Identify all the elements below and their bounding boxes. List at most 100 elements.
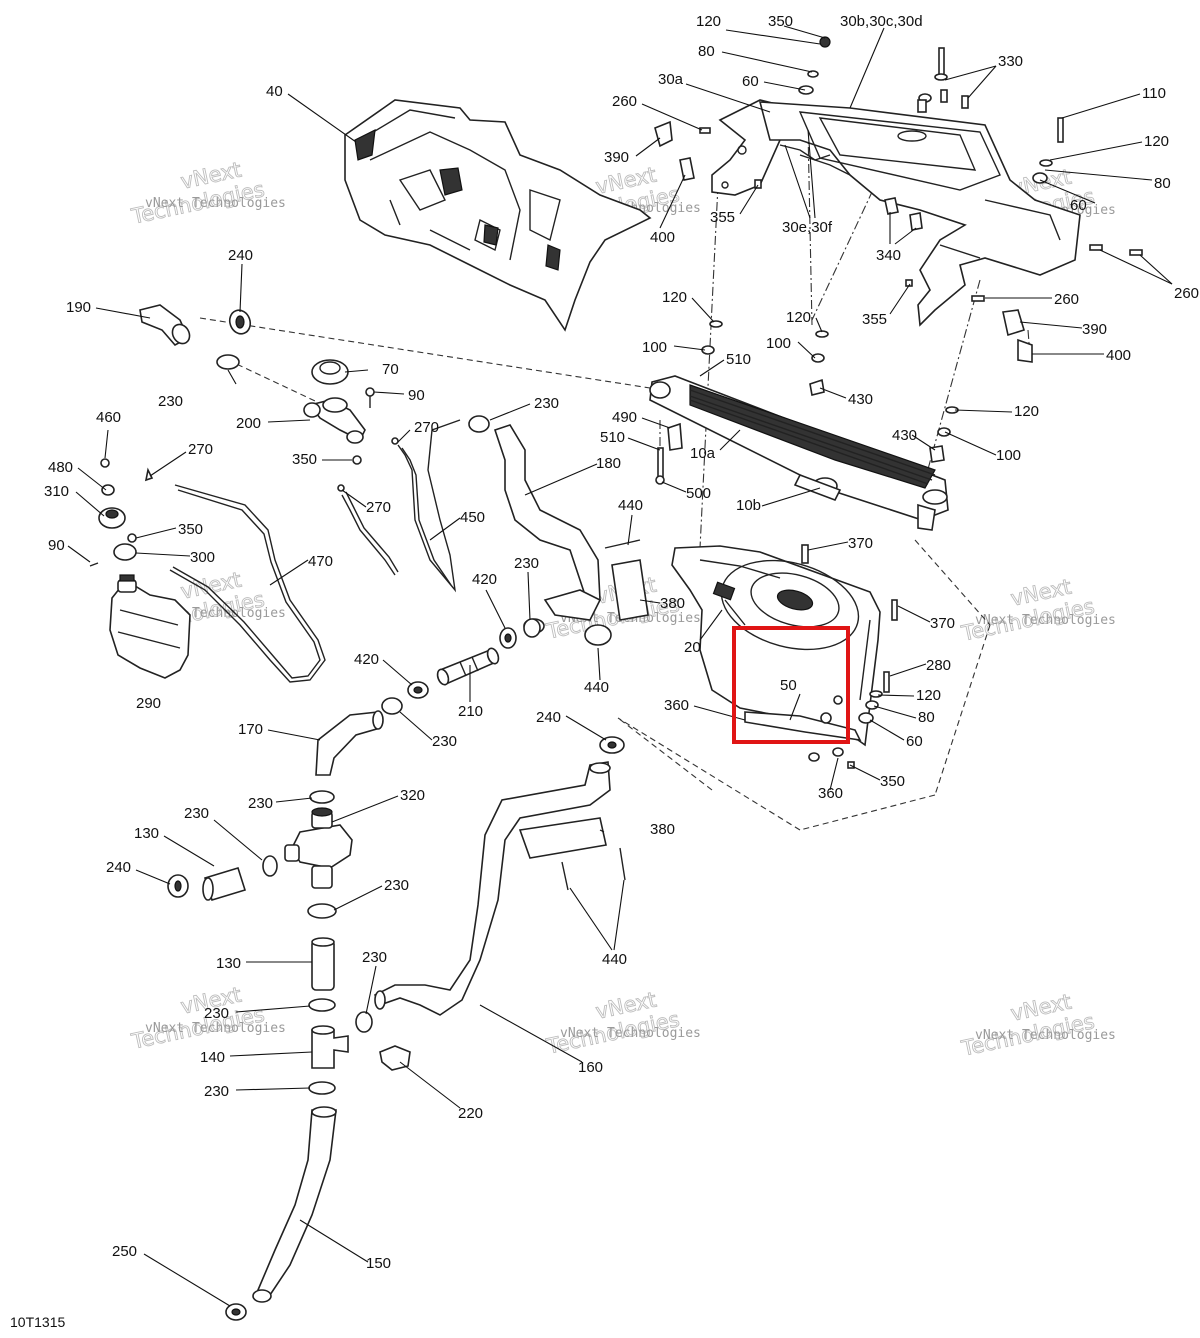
callout[interactable]: 250: [112, 1243, 137, 1260]
callout[interactable]: 300: [190, 549, 215, 566]
callout[interactable]: 470: [308, 553, 333, 570]
callout[interactable]: 110: [1142, 85, 1166, 102]
callout[interactable]: 510: [600, 429, 625, 446]
callout[interactable]: 80: [918, 709, 935, 726]
callout[interactable]: 170: [238, 721, 263, 738]
callout[interactable]: 270: [188, 441, 213, 458]
callout[interactable]: 70: [382, 361, 399, 378]
callout[interactable]: 120: [1014, 403, 1039, 420]
callout[interactable]: 510: [726, 351, 751, 368]
callout[interactable]: 100: [642, 339, 667, 356]
callout[interactable]: 230: [184, 805, 209, 822]
callout[interactable]: 420: [354, 651, 379, 668]
callout[interactable]: 240: [228, 247, 253, 264]
callout[interactable]: 120: [1144, 133, 1169, 150]
callout[interactable]: 30e,30f: [782, 219, 833, 236]
callout[interactable]: 440: [584, 679, 609, 696]
callout[interactable]: 360: [818, 785, 843, 802]
callout[interactable]: 390: [1082, 321, 1107, 338]
callout[interactable]: 350: [880, 773, 905, 790]
callout[interactable]: 100: [766, 335, 791, 352]
callout[interactable]: 20: [684, 639, 701, 656]
callout[interactable]: 490: [612, 409, 637, 426]
callout[interactable]: 430: [892, 427, 917, 444]
callout[interactable]: 120: [916, 687, 941, 704]
callout[interactable]: 270: [414, 419, 439, 436]
hose-clamp: [262, 855, 278, 877]
callout[interactable]: 260: [612, 93, 637, 110]
callout[interactable]: 180: [596, 455, 621, 472]
callout[interactable]: 430: [848, 391, 873, 408]
callout[interactable]: 400: [650, 229, 675, 246]
callout[interactable]: 190: [66, 299, 91, 316]
callout[interactable]: 210: [458, 703, 483, 720]
callout[interactable]: 350: [768, 13, 793, 30]
callout[interactable]: 120: [662, 289, 687, 306]
callout[interactable]: 120: [786, 309, 811, 326]
callout[interactable]: 200: [236, 415, 261, 432]
callout[interactable]: 450: [460, 509, 485, 526]
callout[interactable]: 290: [136, 695, 161, 712]
callout[interactable]: 280: [926, 657, 951, 674]
callout[interactable]: 230: [158, 393, 183, 410]
callout[interactable]: 100: [996, 447, 1021, 464]
callout[interactable]: 270: [366, 499, 391, 516]
callout[interactable]: 400: [1106, 347, 1131, 364]
callout[interactable]: 230: [534, 395, 559, 412]
callout[interactable]: 30a: [658, 71, 684, 88]
callout[interactable]: 350: [292, 451, 317, 468]
callout[interactable]: 90: [408, 387, 425, 404]
callout[interactable]: 30b,30c,30d: [840, 13, 923, 30]
callout[interactable]: 140: [200, 1049, 225, 1066]
callout[interactable]: 230: [514, 555, 539, 572]
callout[interactable]: 360: [664, 697, 689, 714]
hose-clamp: [216, 354, 240, 370]
callout[interactable]: 370: [930, 615, 955, 632]
callout[interactable]: 230: [432, 733, 457, 750]
callout[interactable]: 230: [204, 1083, 229, 1100]
callout[interactable]: 330: [998, 53, 1023, 70]
callout[interactable]: 310: [44, 483, 69, 500]
callout[interactable]: 480: [48, 459, 73, 476]
callout[interactable]: 60: [742, 73, 759, 90]
callout[interactable]: 90: [48, 537, 65, 554]
callout[interactable]: 350: [178, 521, 203, 538]
callout[interactable]: 230: [248, 795, 273, 812]
callout[interactable]: 120: [696, 13, 721, 30]
callout[interactable]: 220: [458, 1105, 483, 1122]
callout[interactable]: 80: [1154, 175, 1171, 192]
callout[interactable]: 380: [650, 821, 675, 838]
callout[interactable]: 320: [400, 787, 425, 804]
callout[interactable]: 150: [366, 1255, 391, 1272]
callout[interactable]: 355: [862, 311, 887, 328]
callout[interactable]: 60: [906, 733, 923, 750]
callout[interactable]: 130: [134, 825, 159, 842]
callout[interactable]: 10b: [736, 497, 761, 514]
callout[interactable]: 240: [536, 709, 561, 726]
callout[interactable]: 440: [618, 497, 643, 514]
callout[interactable]: 230: [384, 877, 409, 894]
callout[interactable]: 40: [266, 83, 283, 100]
callout[interactable]: 130: [216, 955, 241, 972]
callout[interactable]: 160: [578, 1059, 603, 1076]
callout[interactable]: 260: [1174, 285, 1199, 302]
callout[interactable]: 420: [472, 571, 497, 588]
callout[interactable]: 460: [96, 409, 121, 426]
callout[interactable]: 340: [876, 247, 901, 264]
callout[interactable]: 370: [848, 535, 873, 552]
callout[interactable]: 500: [686, 485, 711, 502]
callout[interactable]: 240: [106, 859, 131, 876]
callout[interactable]: 260: [1054, 291, 1079, 308]
callout[interactable]: 80: [698, 43, 715, 60]
callout[interactable]: 380: [660, 595, 685, 612]
callout[interactable]: 355: [710, 209, 735, 226]
callout[interactable]: 60: [1070, 197, 1087, 214]
radiator: [649, 375, 949, 531]
callout[interactable]: 230: [204, 1005, 229, 1022]
callout[interactable]: 10a: [690, 445, 716, 462]
callout[interactable]: 390: [604, 149, 629, 166]
callout[interactable]: 230: [362, 949, 387, 966]
callout[interactable]: 440: [602, 951, 627, 968]
callout[interactable]: 50: [780, 677, 797, 694]
tank-fittings: [89, 458, 137, 567]
